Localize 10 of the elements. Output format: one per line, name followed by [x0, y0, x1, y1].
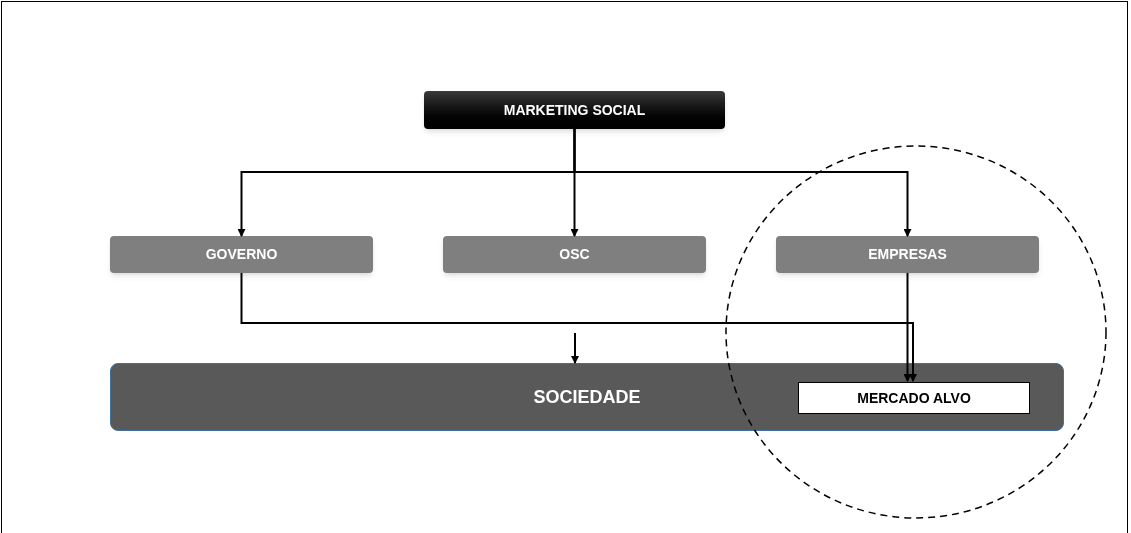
target-box: MERCADO ALVO	[798, 382, 1030, 414]
group-box: EMPRESAS	[776, 236, 1039, 273]
group-box: OSC	[443, 236, 706, 273]
title-box: MARKETING SOCIAL	[424, 91, 725, 129]
society-band: SOCIEDADE MERCADO ALVO	[110, 363, 1064, 431]
group-box: GOVERNO	[110, 236, 373, 273]
arrow	[903, 272, 912, 382]
arrow	[240, 272, 917, 382]
arrow	[571, 332, 579, 364]
arrow	[573, 128, 912, 237]
